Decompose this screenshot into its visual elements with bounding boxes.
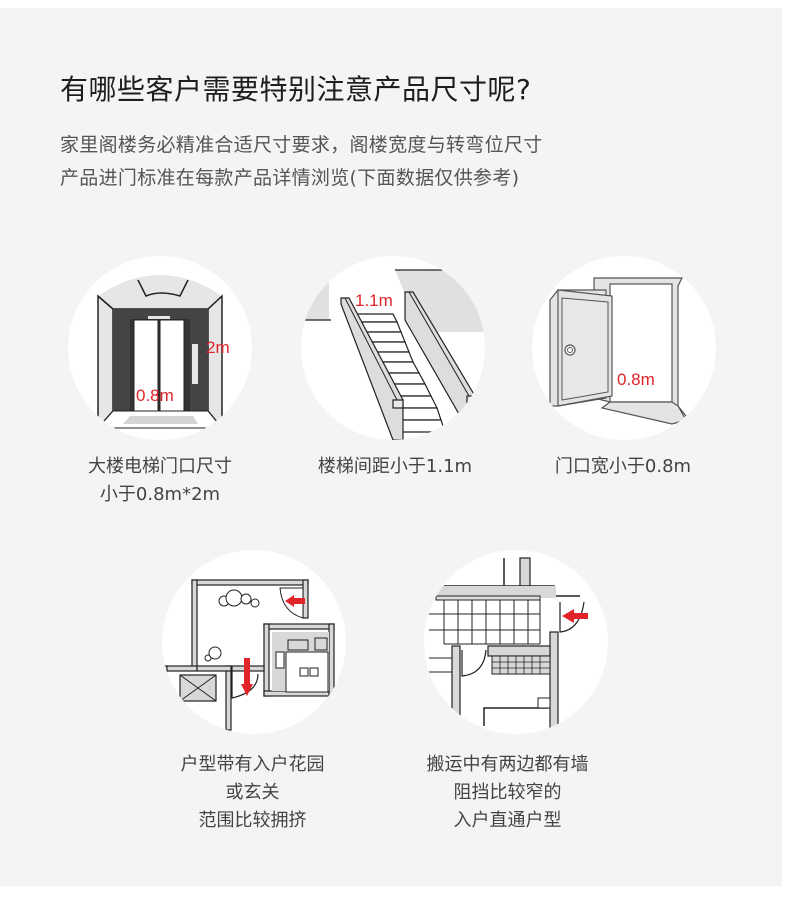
door-icon [549,277,687,425]
caption-corridor-floorplan: 搬运中有两边都有墙 阻挡比较窄的 入户直通户型 [395,751,620,835]
stair-width-label: 1.1m [355,291,393,310]
garden-floorplan-icon [162,579,335,731]
staircase-illustration: 1.1m [301,256,485,440]
corridor-floorplan-illustration [424,550,608,734]
door-width-label: 0.8m [617,370,655,389]
caption-line: 入户直通户型 [453,810,562,831]
elevator-icon [96,275,224,431]
width-label: 0.8m [136,386,174,405]
caption-line: 范围比较拥挤 [198,810,307,831]
caption-line: 或玄关 [225,782,280,803]
subtitle-line-1: 家里阁楼务必精准合适尺寸要求，阁楼宽度与转弯位尺寸 [60,134,543,156]
caption-line: 小于0.8m*2m [99,484,221,505]
caption-line: 阻挡比较窄的 [453,782,562,803]
caption-door: 门口宽小于0.8m [528,453,718,481]
content-panel [0,8,782,886]
height-label: 2m [206,338,230,357]
door-illustration: 0.8m [532,256,716,440]
caption-elevator: 大楼电梯门口尺寸 小于0.8m*2m [60,453,260,509]
caption-staircase: 楼梯间距小于1.1m [290,453,500,481]
caption-line: 大楼电梯门口尺寸 [88,456,232,477]
page-title: 有哪些客户需要特别注意产品尺寸呢? [60,73,532,106]
garden-floorplan-illustration [162,550,346,734]
corridor-floorplan-icon [429,557,588,733]
caption-garden-floorplan: 户型带有入户花园 或玄关 范围比较拥挤 [150,751,355,835]
elevator-illustration: 0.8m 2m [68,256,252,440]
caption-line: 户型带有入户花园 [180,754,325,775]
subtitle-line-2: 产品进门标准在每款产品详情浏览(下面数据仅供参考) [60,167,520,189]
caption-line: 门口宽小于0.8m [554,456,692,477]
caption-line: 搬运中有两边都有墙 [426,754,589,775]
caption-line: 楼梯间距小于1.1m [317,456,473,477]
staircase-icon [301,269,485,440]
